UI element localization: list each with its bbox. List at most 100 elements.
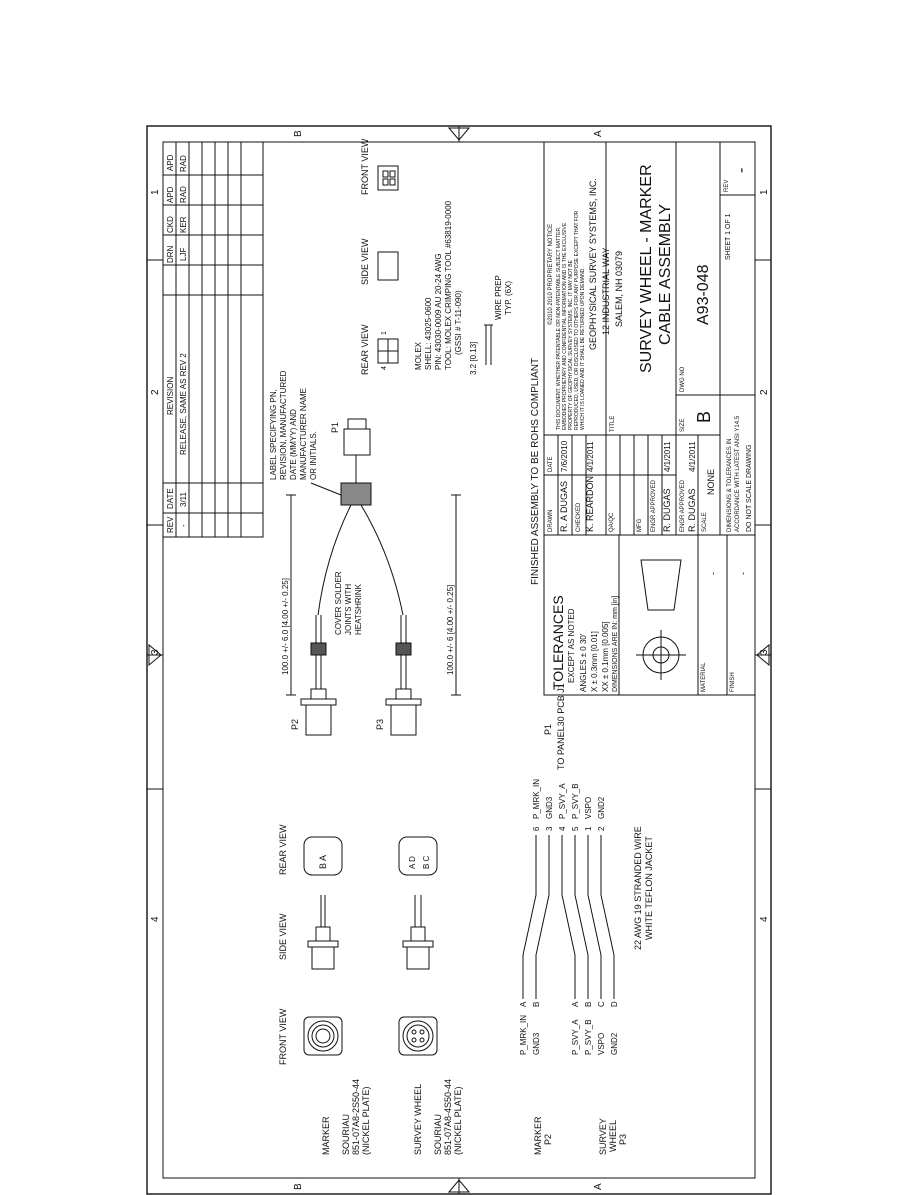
molex-pin-1: 1 (381, 331, 388, 335)
do-not-scale: DO NOT SCALE DRAWING (746, 444, 753, 532)
marker-rear-view (303, 836, 343, 876)
side-view-label: SIDE VIEW (278, 913, 288, 960)
rear-view-label: REAR VIEW (278, 824, 288, 875)
drawing-svg: 4 3 2 1 4 3 2 1 B A B A REV DATE REVISIO… (146, 125, 772, 1195)
wire-right-pin-2: 4 (558, 826, 567, 831)
wheel-front-view (398, 1016, 438, 1056)
rev-value: - (733, 168, 750, 173)
proprietary-text-5: WHICH IT IS LOANED AND IT SHALL BE RETUR… (580, 267, 586, 430)
wire-prep-2: TYP. (6X) (504, 281, 513, 315)
wire-right-pin-4: 1 (584, 826, 593, 831)
marker-side-view (307, 895, 339, 970)
rev-header-drn: DRN (166, 245, 175, 263)
checked-label: CHECKED (576, 502, 582, 532)
marker-part-3: (NICKEL PLATE) (361, 1086, 371, 1155)
wheel-p3-label-3: P3 (618, 1134, 628, 1145)
wire-note-1: 22 AWG 19 STRANDED WIRE (633, 826, 643, 950)
material-value: - (708, 572, 718, 575)
marker-p2-label-1: MARKER (533, 1116, 543, 1155)
revision-table: REV DATE REVISION DRN CKD APD APD - 3/11… (162, 141, 264, 538)
zone-1-bottom: 1 (759, 189, 770, 195)
molex-note-2: SHELL: 43025-0600 (424, 297, 433, 370)
engr2-value: R. DUGAS (687, 488, 697, 532)
molex-side-view-label: SIDE VIEW (360, 238, 370, 285)
wheel-side-view (402, 895, 434, 970)
dims-note-1: DIMENSIONS & TOLERANCES IN (727, 439, 733, 532)
wire-right-sig-4: VSPO (584, 797, 593, 819)
scale-value: NONE (706, 469, 716, 495)
wire-right-pin-1: 3 (545, 826, 554, 831)
rev-header-revision: REVISION (166, 377, 175, 415)
zone-a-left: A (593, 1183, 604, 1190)
title-line-2: CABLE ASSEMBLY (657, 204, 674, 345)
molex-note-3: PIN: 43030-0009 AU 20-24 AWG (434, 253, 443, 370)
wheel-part-3: (NICKEL PLATE) (453, 1086, 463, 1155)
wire-left-pin-0: A (519, 1001, 528, 1007)
wire-left-sig-3: P_SVY_B (584, 1019, 593, 1055)
wire-note-2: WHITE TEFLON JACKET (644, 836, 654, 940)
tolerances-heading: TOLERANCES (550, 595, 566, 690)
label-note-3: DATE (MMYY) AND (289, 409, 298, 480)
wheel-rear-view (398, 836, 438, 876)
label-note-2: REVISION, MANUFACTURED (279, 370, 288, 480)
dwg-label: DWG NO (680, 366, 686, 392)
zone-b-left: B (293, 1183, 304, 1190)
p2-label: P2 (290, 719, 300, 730)
wire-prep-drawing (484, 324, 493, 365)
proprietary-text-4: REPRODUCED, USED, OR DISCLOSED TO OTHERS… (574, 210, 580, 430)
molex-rear-view-label: REAR VIEW (360, 324, 370, 375)
tolerances-except: EXCEPT AS NOTED (567, 608, 576, 683)
to-panel-1: P1 (543, 724, 553, 735)
dim-p3: 100.0 +/- 6 [4.00 +/- 0.25] (446, 585, 455, 675)
wire-right-pin-3: 5 (571, 826, 580, 831)
solder-note-2: JOINTS WITH (344, 584, 353, 635)
label-note-5: OR INITIALS. (309, 431, 318, 480)
eng-date: 4/1/2011 (663, 441, 672, 472)
heatshrink (310, 482, 412, 656)
molex-pin-4: 4 (381, 366, 388, 370)
wiring-left: P_MRK_IN A GND3 B P_SVY_A A P_SVY_B B VS… (519, 1001, 619, 1055)
wheel-part-1: SOURIAU (433, 1114, 443, 1155)
projection-symbol (636, 559, 686, 680)
wire-right-pin-5: 2 (597, 826, 606, 831)
eng-label: ENGR APPROVED (651, 479, 657, 532)
molex-front-drawing (377, 165, 399, 191)
proprietary-text-1: THIS DOCUMENT, WHETHER PATENTABLE OR NON… (556, 227, 562, 430)
p3-label: P3 (375, 719, 385, 730)
wheel-rear-pins-1: A D (408, 856, 417, 869)
tolerances-x: X ± 0.3mm [0.01] (590, 631, 599, 692)
rev-row-rev: - (179, 524, 188, 527)
dimension-lines (286, 494, 461, 696)
wire-prep-1: WIRE PREP (494, 275, 503, 320)
wire-right-sig-3: P_SVY_B (571, 783, 580, 819)
wire-left-pin-5: D (610, 1001, 619, 1007)
p3-connector-drawing (385, 615, 422, 736)
solder-note-3: HEATSHRINK (354, 583, 363, 635)
company-name: GEOPHYSICAL SURVEY SYSTEMS, INC. (588, 178, 598, 350)
p1-label: P1 (330, 422, 340, 433)
rev-header-apd2: APD (166, 154, 175, 171)
material-label: MATERIAL (701, 662, 707, 692)
finish-value: - (738, 572, 748, 575)
wire-left-pin-4: C (597, 1001, 606, 1007)
checked-date: 4/1/2011 (586, 441, 595, 472)
molex-note-1: MOLEX (414, 341, 423, 370)
p2-connector-drawing (300, 615, 337, 736)
front-view-label: FRONT VIEW (278, 1008, 288, 1065)
marker-front-view (303, 1016, 343, 1056)
marker-p2-label-2: P2 (543, 1134, 553, 1145)
engr2-date: 4/1/2011 (688, 441, 697, 472)
wire-right-sig-0: P_MRK_IN (532, 779, 541, 819)
proprietary-text-3: PROPERTY OF GEOPHYSICAL SURVEY SYSTEMS, … (568, 259, 574, 430)
zone-4-top: 4 (150, 916, 161, 922)
rev-row-revision: RELEASE, SAME AS REV 2 (179, 353, 188, 455)
wire-left-sig-5: GND2 (610, 1032, 619, 1055)
p1-connector-drawing (343, 418, 371, 456)
wire-left-pin-1: B (532, 1002, 541, 1007)
wheel-name: SURVEY WHEEL (413, 1084, 423, 1155)
rev-header-date: DATE (166, 488, 175, 509)
rev-row-apd2: RAD (179, 155, 188, 172)
label-note-1: LABEL SPECIFYING PN, (269, 389, 278, 480)
rev-header-apd1: APD (166, 186, 175, 203)
